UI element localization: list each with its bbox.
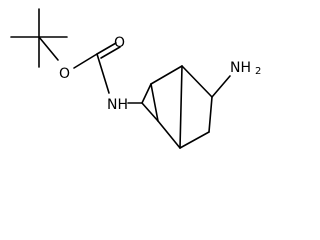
chemical-structure: O O NH NH 2 (10, 8, 261, 149)
bond (96, 53, 110, 94)
amine-h-count-label: 2 (255, 66, 261, 77)
bond (179, 65, 183, 149)
bond (181, 65, 213, 98)
carbonyl-oxygen-label: O (114, 35, 125, 51)
bond (208, 96, 213, 133)
amide-nh-label: NH (107, 97, 128, 113)
bond (179, 131, 210, 149)
amine-n-label: NH (230, 60, 251, 76)
bond (38, 36, 59, 61)
double-bond (96, 42, 117, 55)
tert-butyl-group (10, 8, 68, 68)
carbamate-group (38, 36, 121, 94)
double-bond (100, 46, 121, 59)
bond (141, 102, 159, 122)
bond (157, 120, 181, 149)
ether-oxygen-label: O (59, 66, 70, 82)
bicyclic-core (127, 65, 231, 149)
bond (141, 83, 152, 104)
bond (150, 83, 159, 122)
bond (73, 53, 98, 69)
bond (150, 65, 183, 85)
bond (211, 75, 231, 98)
